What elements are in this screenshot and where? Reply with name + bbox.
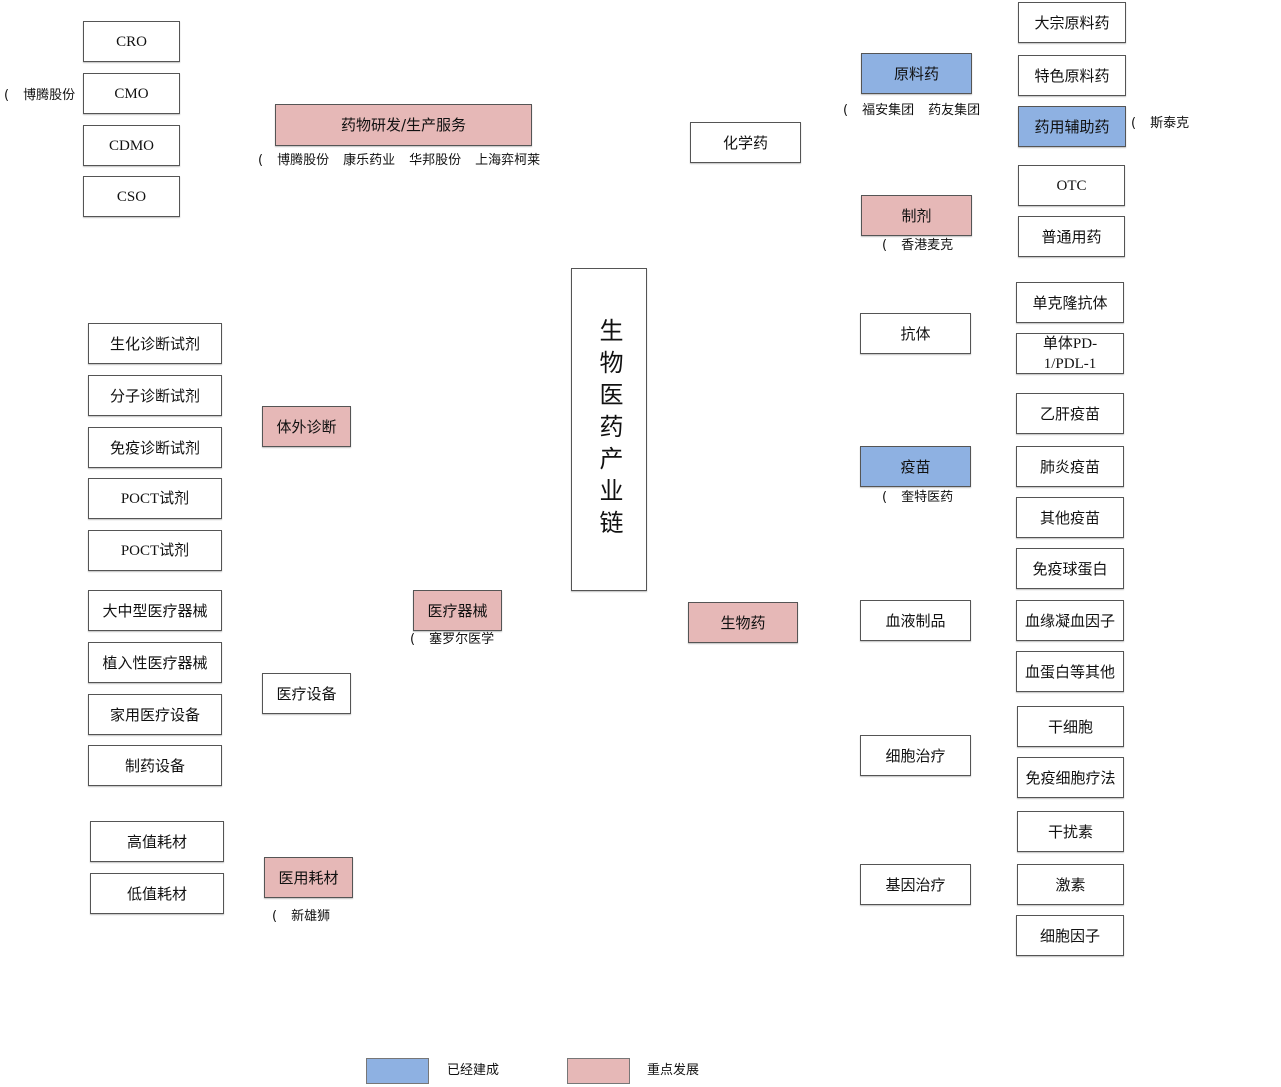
medical-device-node: 医疗器械 (413, 590, 502, 631)
cell-therapy-node: 细胞治疗 (860, 735, 971, 776)
vaccine-company-note: (奎特医药 (882, 490, 954, 505)
company-label: 斯泰克 (1150, 116, 1190, 131)
gene-therapy-node: 基因治疗 (860, 864, 971, 905)
company-label: 博腾股份 (277, 153, 330, 168)
cell-item-immune: 免疫细胞疗法 (1017, 757, 1124, 798)
company-label: 康乐药业 (343, 153, 396, 168)
blood-item-immunoglobulin: 免疫球蛋白 (1016, 548, 1124, 589)
company-label: 香港麦克 (901, 238, 954, 253)
formulation-node: 制剂 (861, 195, 972, 236)
ivd-node: 体外诊断 (262, 406, 351, 447)
equipment-item-large: 大中型医疗器械 (88, 590, 222, 631)
company-label: 福安集团 (862, 103, 915, 118)
company-label: 药友集团 (928, 103, 981, 118)
api-node: 原料药 (861, 53, 972, 94)
vaccine-item-pneumonia: 肺炎疫苗 (1016, 446, 1124, 487)
api-item-specialty: 特色原料药 (1018, 55, 1126, 96)
ivd-item-poct-2: POCT试剂 (88, 530, 222, 571)
api-companies-note: (福安集团药友集团 (843, 103, 981, 118)
vaccine-node: 疫苗 (860, 446, 971, 487)
company-label: 华邦股份 (409, 153, 462, 168)
antibody-item-monoclonal: 单克隆抗体 (1016, 282, 1124, 323)
formulation-item-otc: OTC (1018, 165, 1125, 206)
legend-focus-swatch (567, 1058, 630, 1084)
equipment-item-pharma: 制药设备 (88, 745, 222, 786)
drug-rd-services-node: 药物研发/生产服务 (275, 104, 532, 146)
company-label: 博腾股份 (23, 88, 76, 103)
company-label: 奎特医药 (901, 490, 954, 505)
vaccine-item-hepb: 乙肝疫苗 (1016, 393, 1124, 434)
company-label: 上海弈柯莱 (475, 153, 541, 168)
gene-item-cytokine: 细胞因子 (1016, 915, 1124, 956)
legend-focus-label: 重点发展 (647, 1063, 700, 1078)
consumable-item-low: 低值耗材 (90, 873, 224, 914)
blood-products-node: 血液制品 (860, 600, 971, 641)
cro-node: CRO (83, 21, 180, 62)
ivd-item-immune: 免疫诊断试剂 (88, 427, 222, 468)
vaccine-item-other: 其他疫苗 (1016, 497, 1124, 538)
consumables-company-note: (新雄狮 (272, 909, 331, 924)
ivd-item-molecular: 分子诊断试剂 (88, 375, 222, 416)
cmo-node: CMO (83, 73, 180, 114)
blood-item-albumin: 血蛋白等其他 (1016, 651, 1124, 692)
api-item-bulk: 大宗原料药 (1018, 2, 1126, 43)
cdmo-node: CDMO (83, 125, 180, 166)
consumable-item-high: 高值耗材 (90, 821, 224, 862)
medical-equipment-node: 医疗设备 (262, 673, 351, 714)
antibody-node: 抗体 (860, 313, 971, 354)
industry-chain-title: 生物医药产业链 (571, 268, 647, 591)
cell-item-stem: 干细胞 (1017, 706, 1124, 747)
chemical-drug-node: 化学药 (690, 122, 801, 163)
api-item-excipient: 药用辅助药 (1018, 106, 1126, 147)
ivd-item-biochemical: 生化诊断试剂 (88, 323, 222, 364)
equipment-item-implant: 植入性医疗器械 (88, 642, 222, 683)
formulation-company-note: (香港麦克 (882, 238, 954, 253)
services-companies-note: (博腾股份康乐药业华邦股份上海弈柯莱 (258, 153, 541, 168)
center-title-text: 生物医药产业链 (595, 317, 623, 542)
cmo-company-note: (博腾股份 (4, 88, 76, 103)
blood-item-coagulation: 血缘凝血因子 (1016, 600, 1124, 641)
legend-built-label: 已经建成 (447, 1063, 500, 1078)
ivd-item-poct-1: POCT试剂 (88, 478, 222, 519)
company-label: 新雄狮 (291, 909, 331, 924)
gene-item-hormone: 激素 (1017, 864, 1124, 905)
antibody-item-pd1: 单体PD-1/PDL-1 (1016, 333, 1124, 374)
equipment-item-home: 家用医疗设备 (88, 694, 222, 735)
gene-item-interferon: 干扰素 (1017, 811, 1124, 852)
device-company-note: (塞罗尔医学 (410, 632, 495, 647)
medical-consumables-node: 医用耗材 (264, 857, 353, 898)
biological-drug-node: 生物药 (688, 602, 798, 643)
company-label: 塞罗尔医学 (429, 632, 495, 647)
formulation-item-general: 普通用药 (1018, 216, 1125, 257)
cso-node: CSO (83, 176, 180, 217)
legend-built-swatch (366, 1058, 429, 1084)
excipient-company-note: (斯泰克 (1131, 116, 1190, 131)
